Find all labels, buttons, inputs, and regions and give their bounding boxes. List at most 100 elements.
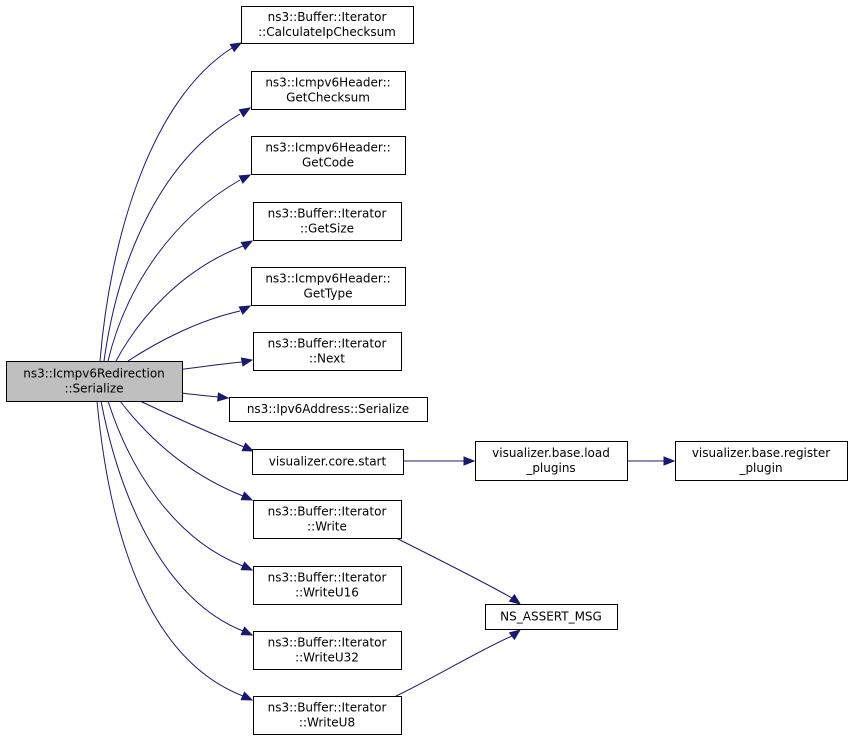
node-nsAssert[interactable]: NS_ASSERT_MSG [485, 604, 618, 630]
node-label: _plugin [738, 461, 782, 475]
node-getCode[interactable]: ns3::Icmpv6Header::GetCode [251, 136, 406, 175]
arrowhead-icon [663, 456, 676, 466]
node-label: ns3::Buffer::Iterator [268, 636, 387, 650]
node-box[interactable] [251, 71, 406, 110]
edge-root-to-ipv6Serialize [181, 392, 230, 402]
node-box[interactable] [253, 696, 402, 735]
edge-line [96, 400, 244, 697]
node-box[interactable] [229, 397, 428, 422]
edge-root-to-getChecksum [103, 107, 252, 362]
node-label: GetChecksum [286, 91, 370, 105]
edge-root-to-writeU16 [107, 400, 254, 571]
node-label: ns3::Buffer::Iterator [268, 10, 387, 24]
node-label: visualizer.core.start [269, 455, 387, 469]
arrowhead-icon [240, 491, 254, 501]
edge-root-to-write [119, 400, 254, 501]
edge-root-to-getCode [107, 174, 252, 362]
node-box[interactable] [253, 631, 402, 670]
node-registerPlugin[interactable]: visualizer.base.register_plugin [675, 441, 848, 481]
edge-line [100, 400, 244, 632]
node-label: visualizer.base.register [692, 446, 830, 460]
node-label: ns3::Buffer::Iterator [268, 701, 387, 715]
arrowhead-icon [240, 561, 254, 571]
node-label: ::CalculateIpChecksum [258, 25, 396, 39]
node-label: ::WriteU16 [295, 586, 359, 600]
node-writeU16[interactable]: ns3::Buffer::Iterator::WriteU16 [253, 566, 402, 605]
node-writeU8[interactable]: ns3::Buffer::Iterator::WriteU8 [253, 696, 402, 735]
nodes-layer: ns3::Icmpv6Redirection::Serializens3::Bu… [6, 6, 848, 735]
edge-line [107, 179, 241, 362]
edge-write-to-nsAssert [395, 537, 522, 605]
node-box[interactable] [253, 566, 402, 605]
node-label: ns3::Buffer::Iterator [268, 337, 387, 351]
edge-root-to-next [175, 357, 254, 371]
edge-root-to-calcIp [99, 42, 243, 362]
arrowhead-icon [240, 240, 254, 251]
arrowhead-icon [508, 629, 522, 641]
node-box[interactable] [475, 441, 628, 481]
node-box[interactable] [253, 500, 402, 539]
edge-line [119, 400, 244, 497]
node-label: visualizer.base.load [492, 446, 610, 460]
node-label: ns3::Buffer::Iterator [268, 505, 387, 519]
edge-line [181, 392, 219, 398]
node-write[interactable]: ns3::Buffer::Iterator::Write [253, 500, 402, 539]
node-next[interactable]: ns3::Buffer::Iterator::Next [253, 332, 402, 371]
node-label: ns3::Buffer::Iterator [268, 207, 387, 221]
node-label: ns3::Icmpv6Header:: [265, 141, 390, 155]
edge-line [175, 361, 243, 371]
node-label: ns3::Icmpv6Header:: [265, 272, 390, 286]
node-label: NS_ASSERT_MSG [500, 610, 602, 624]
node-getSize[interactable]: ns3::Buffer::Iterator::GetSize [253, 202, 402, 241]
node-box[interactable] [6, 361, 183, 402]
edge-line [115, 245, 244, 362]
edge-root-to-writeU8 [96, 400, 254, 701]
node-box[interactable] [241, 6, 414, 44]
node-box[interactable] [485, 604, 618, 630]
node-box[interactable] [252, 449, 404, 475]
node-getChecksum[interactable]: ns3::Icmpv6Header::GetChecksum [251, 71, 406, 110]
node-label: ns3::Ipv6Address::Serialize [247, 402, 409, 416]
edge-line [107, 400, 244, 567]
edge-vizStart-to-loadPlugins [403, 456, 476, 466]
edge-line [127, 310, 241, 362]
node-getType[interactable]: ns3::Icmpv6Header::GetType [251, 267, 406, 306]
edge-line [99, 47, 233, 362]
arrowhead-icon [463, 456, 476, 466]
edge-root-to-getSize [115, 240, 254, 362]
node-label: ::WriteU32 [295, 651, 359, 665]
node-label: _plugins [525, 461, 575, 475]
edge-line [103, 113, 241, 362]
node-loadPlugins[interactable]: visualizer.base.load_plugins [475, 441, 628, 481]
node-box[interactable] [251, 136, 406, 175]
node-calcIp[interactable]: ns3::Buffer::Iterator::CalculateIpChecks… [241, 6, 414, 44]
node-ipv6Serialize[interactable]: ns3::Ipv6Address::Serialize [229, 397, 428, 422]
node-vizStart[interactable]: visualizer.core.start [252, 449, 404, 475]
arrowhead-icon [240, 357, 254, 367]
arrowhead-icon [508, 593, 522, 605]
node-label: GetCode [302, 156, 354, 170]
node-label: ::Next [309, 352, 345, 366]
node-label: ns3::Icmpv6Redirection [23, 367, 165, 381]
node-label: ::Write [307, 520, 347, 534]
edge-loadPlugins-to-registerPlugin [627, 456, 676, 466]
node-label: ns3::Buffer::Iterator [268, 571, 387, 585]
arrowhead-icon [240, 691, 254, 701]
node-box[interactable] [675, 441, 848, 481]
edge-line [139, 400, 245, 448]
node-box[interactable] [253, 202, 402, 241]
node-label: ::GetSize [300, 222, 354, 236]
node-writeU32[interactable]: ns3::Buffer::Iterator::WriteU32 [253, 631, 402, 670]
node-box[interactable] [253, 332, 402, 371]
edge-line [395, 635, 513, 697]
arrowhead-icon [238, 174, 252, 184]
arrowhead-icon [238, 305, 252, 315]
node-box[interactable] [251, 267, 406, 306]
edge-line [395, 537, 513, 599]
edge-root-to-vizStart [139, 400, 255, 452]
node-root[interactable]: ns3::Icmpv6Redirection::Serialize [6, 361, 183, 402]
node-label: ::WriteU8 [299, 716, 355, 730]
node-label: GetType [304, 287, 353, 301]
node-label: ns3::Icmpv6Header:: [265, 76, 390, 90]
